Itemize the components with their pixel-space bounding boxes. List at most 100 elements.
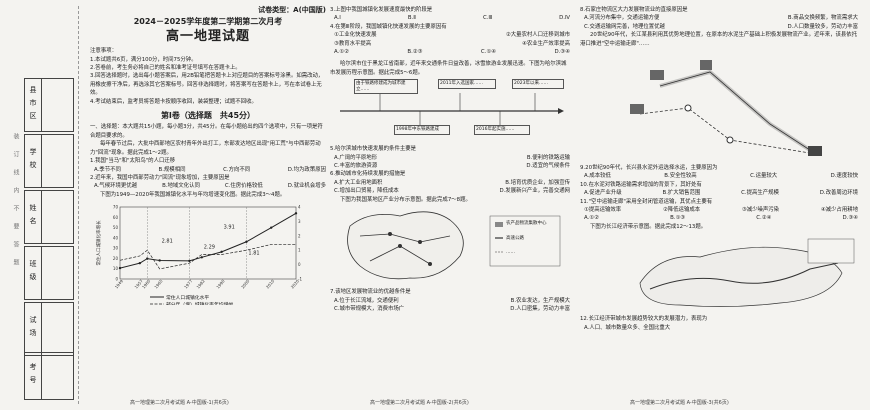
- option[interactable]: C.方向不同: [223, 166, 251, 173]
- option[interactable]: D.就业机会增多: [287, 183, 326, 190]
- option[interactable]: C.②④: [756, 215, 772, 222]
- legend-label: 高速公路: [506, 236, 524, 242]
- option[interactable]: D.发展新兴产业，完善交通网: [499, 188, 570, 195]
- option[interactable]: A.河流分布集中，交通运输方便: [584, 15, 660, 22]
- option[interactable]: B.①③: [670, 215, 686, 222]
- option[interactable]: C.交通运输网完善，地理位置优越: [584, 23, 665, 30]
- option[interactable]: D.人口数量较多，劳动力丰富: [787, 23, 858, 30]
- question: 2.近年来，我国中西部劳动力"回流"现象增加，主要原因是: [90, 174, 230, 181]
- options: A.河流分布集中，交通运输方便 B.商品交换频繁，物流需求大: [580, 14, 858, 22]
- page-footer: 高一地理第二次月考试题 A-中国版-3(共6页): [630, 400, 729, 406]
- timeline-event: 2023年以来……: [512, 79, 564, 89]
- note-line: 注意事项：: [90, 48, 117, 55]
- option[interactable]: D.改善周边环境: [819, 190, 858, 197]
- option[interactable]: B.扩大销售范围: [662, 190, 701, 197]
- option[interactable]: D.③④: [554, 49, 570, 56]
- yangtze-map-svg: [639, 239, 855, 308]
- field-school[interactable]: 学校: [24, 134, 74, 188]
- field-name[interactable]: 姓名: [24, 190, 74, 244]
- data-point: [270, 226, 273, 229]
- option[interactable]: C.运量较大: [750, 173, 778, 180]
- legend-label: ……: [506, 250, 515, 256]
- data-label: 1.81: [248, 251, 259, 257]
- option[interactable]: C.住房价格较低: [224, 183, 263, 190]
- option[interactable]: A.促进产业升级: [584, 190, 622, 197]
- option: ①提高运输效率: [584, 207, 622, 214]
- data-point: [294, 212, 298, 215]
- y2-tick-label: 0: [298, 262, 301, 267]
- option[interactable]: C.丰富的旅游资源: [334, 163, 378, 170]
- option[interactable]: B.安全性较高: [664, 173, 697, 180]
- option[interactable]: B.便利的铁路运输: [526, 154, 570, 161]
- option[interactable]: D.Ⅳ: [559, 15, 570, 22]
- note-line: 2.答卷前，考生务必将自己的姓名和准考证号填写在答题卡上。: [90, 65, 241, 72]
- option[interactable]: A.人口、城市数量众多、全国比重大: [584, 324, 671, 331]
- option[interactable]: A.扩大工业用地面积: [334, 179, 383, 186]
- y-tick-label: 10: [113, 266, 119, 271]
- chart-frame: [119, 206, 297, 280]
- field-county[interactable]: 县市区: [24, 78, 74, 132]
- data-point: [220, 250, 223, 254]
- option: ②降低运输成本: [662, 207, 701, 214]
- option[interactable]: B.商品交换频繁，物流需求大: [787, 15, 858, 22]
- x-tick-label: 1977: [183, 278, 194, 289]
- option[interactable]: C.增加出口贸易，降低成本: [334, 188, 399, 195]
- option[interactable]: D.人口密集，劳动力丰富: [510, 305, 570, 312]
- option[interactable]: B.培育优质企业，加强宣传: [505, 179, 570, 186]
- option[interactable]: A.成本较低: [584, 173, 611, 180]
- option[interactable]: A.①②: [584, 215, 599, 222]
- option[interactable]: C.Ⅲ: [482, 15, 493, 22]
- options: A.气候环境更优越 B.地域文化认同 C.住房价格较低 D.就业机会增多: [90, 182, 326, 190]
- page-title: 高一地理试题: [165, 28, 250, 44]
- y-tick-label: 30: [113, 246, 119, 251]
- question: 11."空中运输走廊"采用全封闭管道运输，其优点主要有: [580, 198, 713, 205]
- option[interactable]: B.Ⅱ: [407, 15, 416, 22]
- option[interactable]: D.适宜的气候条件: [526, 163, 570, 170]
- option[interactable]: A.位于长江流域，交通便利: [334, 297, 399, 304]
- x-tick-label: 1949: [114, 278, 125, 289]
- series-line-urbanization: [119, 212, 297, 269]
- data-label: 2.29: [204, 245, 215, 251]
- timeline-event: 2016年起实施……: [474, 125, 530, 135]
- options: A.人口、城市数量众多、全国比重大: [580, 324, 858, 332]
- note-line: 1.本试题共6页，满分100分，时间75分钟。: [90, 56, 197, 63]
- region-map-svg: [347, 211, 561, 280]
- option: ④减少占用耕地: [820, 207, 858, 214]
- y-tick-label: 60: [113, 215, 119, 220]
- option[interactable]: C.提高生产规模: [741, 190, 779, 197]
- option[interactable]: D.速度较快: [830, 173, 858, 180]
- option[interactable]: D.均为政策原因: [287, 166, 326, 173]
- field-class[interactable]: 班级: [24, 246, 74, 300]
- y2-tick-label: 1: [298, 248, 301, 253]
- option[interactable]: A.Ⅰ: [334, 15, 341, 22]
- y2-tick-label: 4: [298, 205, 301, 210]
- field-room[interactable]: 试场: [24, 302, 74, 356]
- field-label: 姓名: [25, 191, 42, 243]
- options: A.①② B.①③ C.②④ D.③④: [580, 214, 858, 222]
- option[interactable]: B.农业发达，生产规模大: [510, 297, 570, 304]
- option[interactable]: A.广阔的平原地形: [334, 154, 378, 161]
- x-tick-label: 1965: [153, 278, 164, 289]
- question: 8.石家庄物流区大力发展物流业的直接原因是: [580, 7, 688, 13]
- option[interactable]: C.①④: [480, 49, 497, 56]
- option[interactable]: C.城市带规模大，消费市场广: [334, 305, 405, 312]
- option[interactable]: A.①②: [334, 49, 349, 56]
- y-tick-label: 0: [115, 277, 118, 282]
- options: A.位于长江流域，交通便利 B.农业发达，生产规模大: [330, 297, 570, 305]
- option[interactable]: B.②③: [407, 49, 423, 56]
- y2-tick-label: -1: [298, 277, 302, 282]
- option[interactable]: D.③④: [842, 215, 858, 222]
- timeline-event: 由于铁路修建成为城市建立……: [354, 79, 418, 95]
- option[interactable]: B.地域文化认同: [162, 183, 200, 190]
- option: ④农业生产效率提高: [522, 40, 570, 47]
- note-line: 3.回答选择题时，选出每小题答案后，用2B铅笔把答题卡上对应题目的答案标号涂黑。…: [90, 73, 324, 97]
- option[interactable]: A.季节不同: [94, 166, 121, 173]
- page-column-2: 3.上图中我国城镇化发展速度最快的阶段是 A.Ⅰ B.Ⅱ C.Ⅲ D.Ⅳ 4.在…: [330, 6, 570, 313]
- option[interactable]: A.气候环境更优越: [94, 183, 138, 190]
- options: A.扩大工业用地面积 B.培育优质企业，加强宣传: [330, 179, 570, 187]
- field-exam-number[interactable]: 考号: [24, 352, 74, 400]
- passage: 下图为1949—2020年我国城镇化水平与年均增速变化图。据此完成3～4题。: [100, 191, 286, 198]
- option[interactable]: B.规模相同: [158, 166, 186, 173]
- field-label: 学校: [25, 135, 42, 187]
